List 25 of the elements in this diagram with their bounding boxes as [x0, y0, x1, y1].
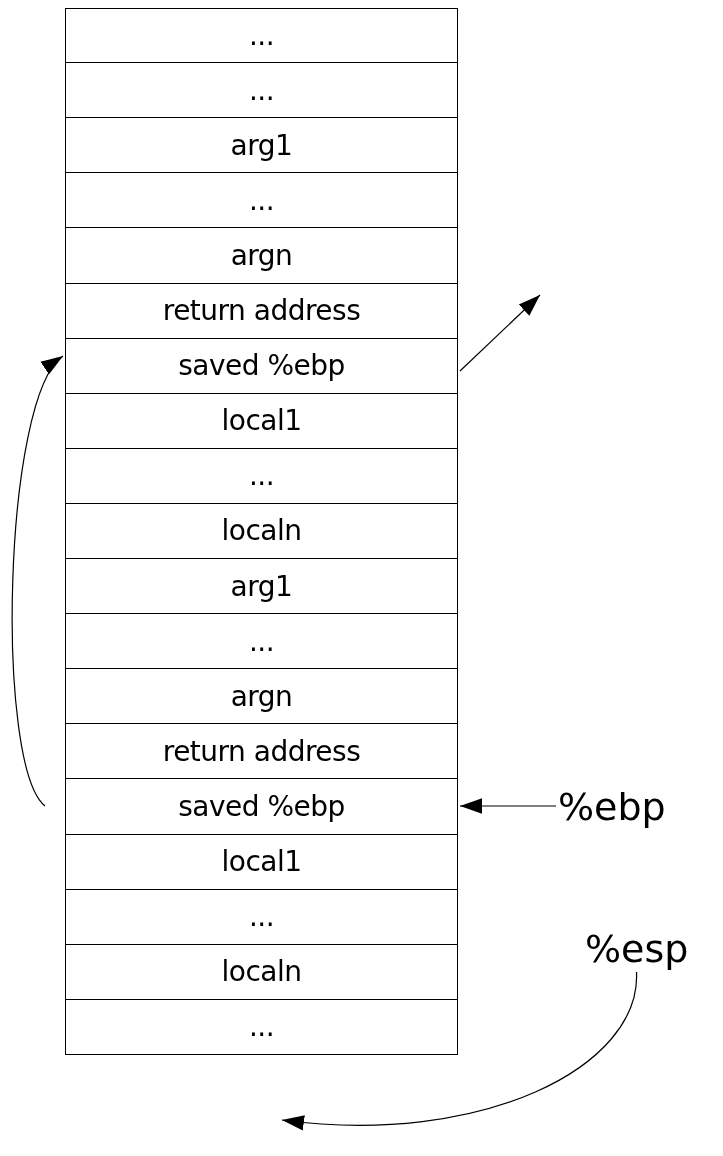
- stack-cell: ...: [65, 888, 458, 945]
- stack-cell: localn: [65, 502, 458, 560]
- stack-cell: arg1: [65, 558, 458, 615]
- arrow: [459, 294, 541, 372]
- stack-cell: return address: [65, 723, 458, 780]
- stack-cell: ...: [65, 62, 458, 119]
- stack-cell: local1: [65, 392, 458, 449]
- stack-cell: ...: [65, 613, 458, 670]
- stack-cell: ...: [65, 8, 458, 64]
- register-label: %esp: [585, 930, 689, 968]
- register-label: %ebp: [558, 788, 666, 826]
- stack-cell: ...: [65, 447, 458, 504]
- stack-cell: saved %ebp: [65, 778, 458, 835]
- stack-cell: ...: [65, 998, 458, 1055]
- stack-cell: argn: [65, 668, 458, 725]
- arrow: [11, 355, 64, 807]
- stack-cell: argn: [65, 227, 458, 284]
- arrow: [459, 798, 557, 814]
- stack-cell: localn: [65, 943, 458, 1000]
- stack-cell: local1: [65, 833, 458, 890]
- stack-cell: arg1: [65, 117, 458, 174]
- arrow: [281, 971, 638, 1130]
- stack-cell: ...: [65, 172, 458, 229]
- stack-cell: return address: [65, 282, 458, 339]
- stack-cell: saved %ebp: [65, 337, 458, 394]
